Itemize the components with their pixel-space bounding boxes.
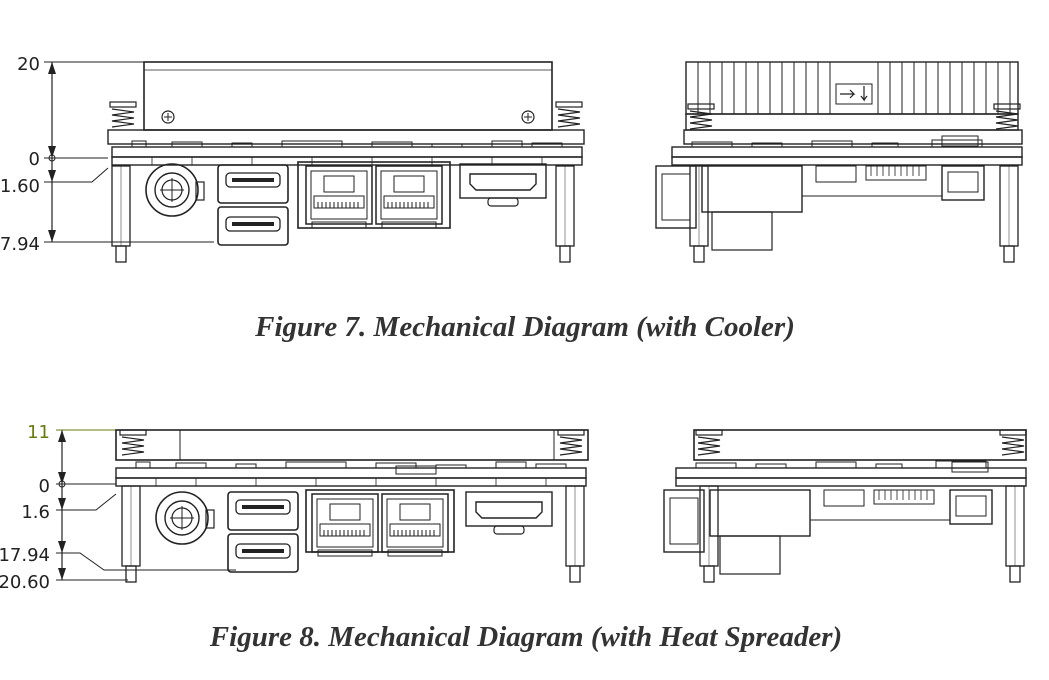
figure8-front-view [56, 429, 589, 583]
dim-label-0: 0 [39, 476, 50, 497]
figure7-side-view [655, 61, 1023, 263]
dim-label-17.94: 17.94 [0, 545, 50, 566]
figure8-caption: Figure 8. Mechanical Diagram (with Heat … [209, 621, 842, 653]
figure8-side-view [663, 429, 1027, 583]
dim-label-1.6: 1.6 [21, 502, 50, 523]
dim-label-0: 0 [29, 149, 40, 170]
dim-label-20.60: 20.60 [0, 572, 50, 593]
dim-label-17.94: 17.94 [0, 234, 40, 255]
dim-label-20: 20 [17, 54, 40, 75]
figure7-caption: Figure 7. Mechanical Diagram (with Coole… [254, 311, 795, 343]
dim-label-1.60: 1.60 [0, 176, 40, 197]
figure7-front-view [44, 61, 585, 263]
dim-label-11: 11 [27, 422, 50, 443]
